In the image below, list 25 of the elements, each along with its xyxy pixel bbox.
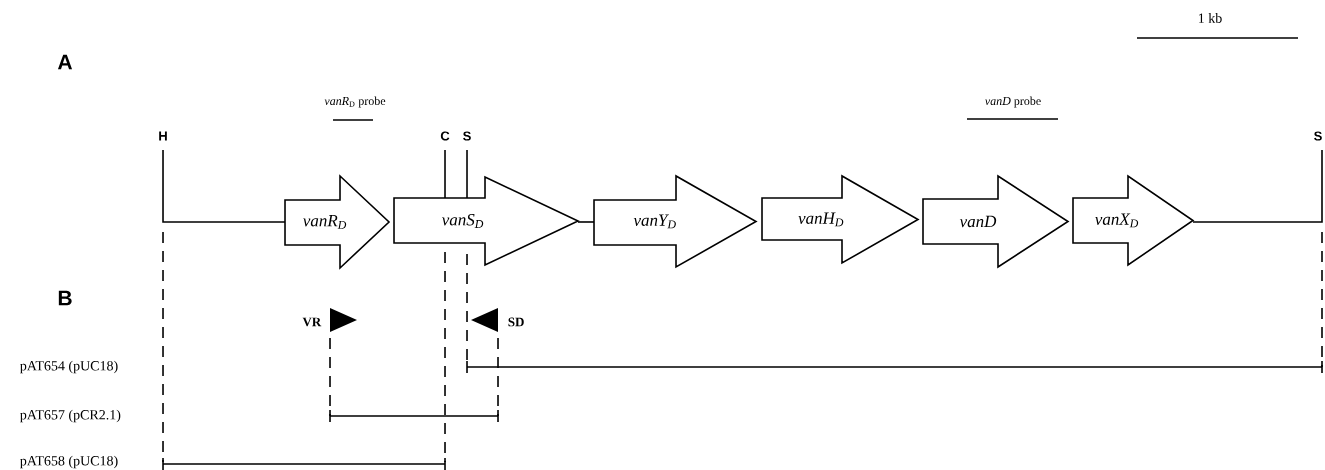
dna-line (162, 149, 286, 223)
primer-label: SD (508, 317, 524, 327)
gene-block: vanH$_{D}$ (761, 174, 920, 265)
panel-label: B (58, 290, 72, 306)
gene-block: vanX$_{D}$ (1072, 174, 1195, 267)
gene-block: vanY$_{D}$ (593, 174, 758, 269)
gene-block: vanS$_{D}$ (393, 175, 580, 267)
plasmid-label: pAT658 (pUC18) (20, 455, 118, 469)
site-label: S (463, 131, 471, 141)
scale-label: 1 kb (1199, 13, 1222, 23)
primer-label: VR (302, 317, 322, 327)
probe-label: vanR$_{D}$ probe (324, 96, 386, 108)
gene-block: vanD (922, 174, 1070, 269)
gene-block: vanR$_{D}$ (284, 174, 391, 270)
panel-label: A (57, 54, 73, 70)
plasmid-label: pAT654 (pUC18) (20, 360, 118, 374)
site-label: S (1314, 131, 1322, 141)
dna-line (466, 149, 468, 199)
probe-label: vanD probe (985, 96, 1041, 108)
dna-line (577, 221, 595, 223)
site-label: H (159, 131, 167, 141)
dna-line (1192, 149, 1323, 223)
site-label: C (440, 131, 450, 141)
plasmid-label: pAT657 (pCR2.1) (20, 409, 121, 423)
dna-line (444, 149, 446, 199)
